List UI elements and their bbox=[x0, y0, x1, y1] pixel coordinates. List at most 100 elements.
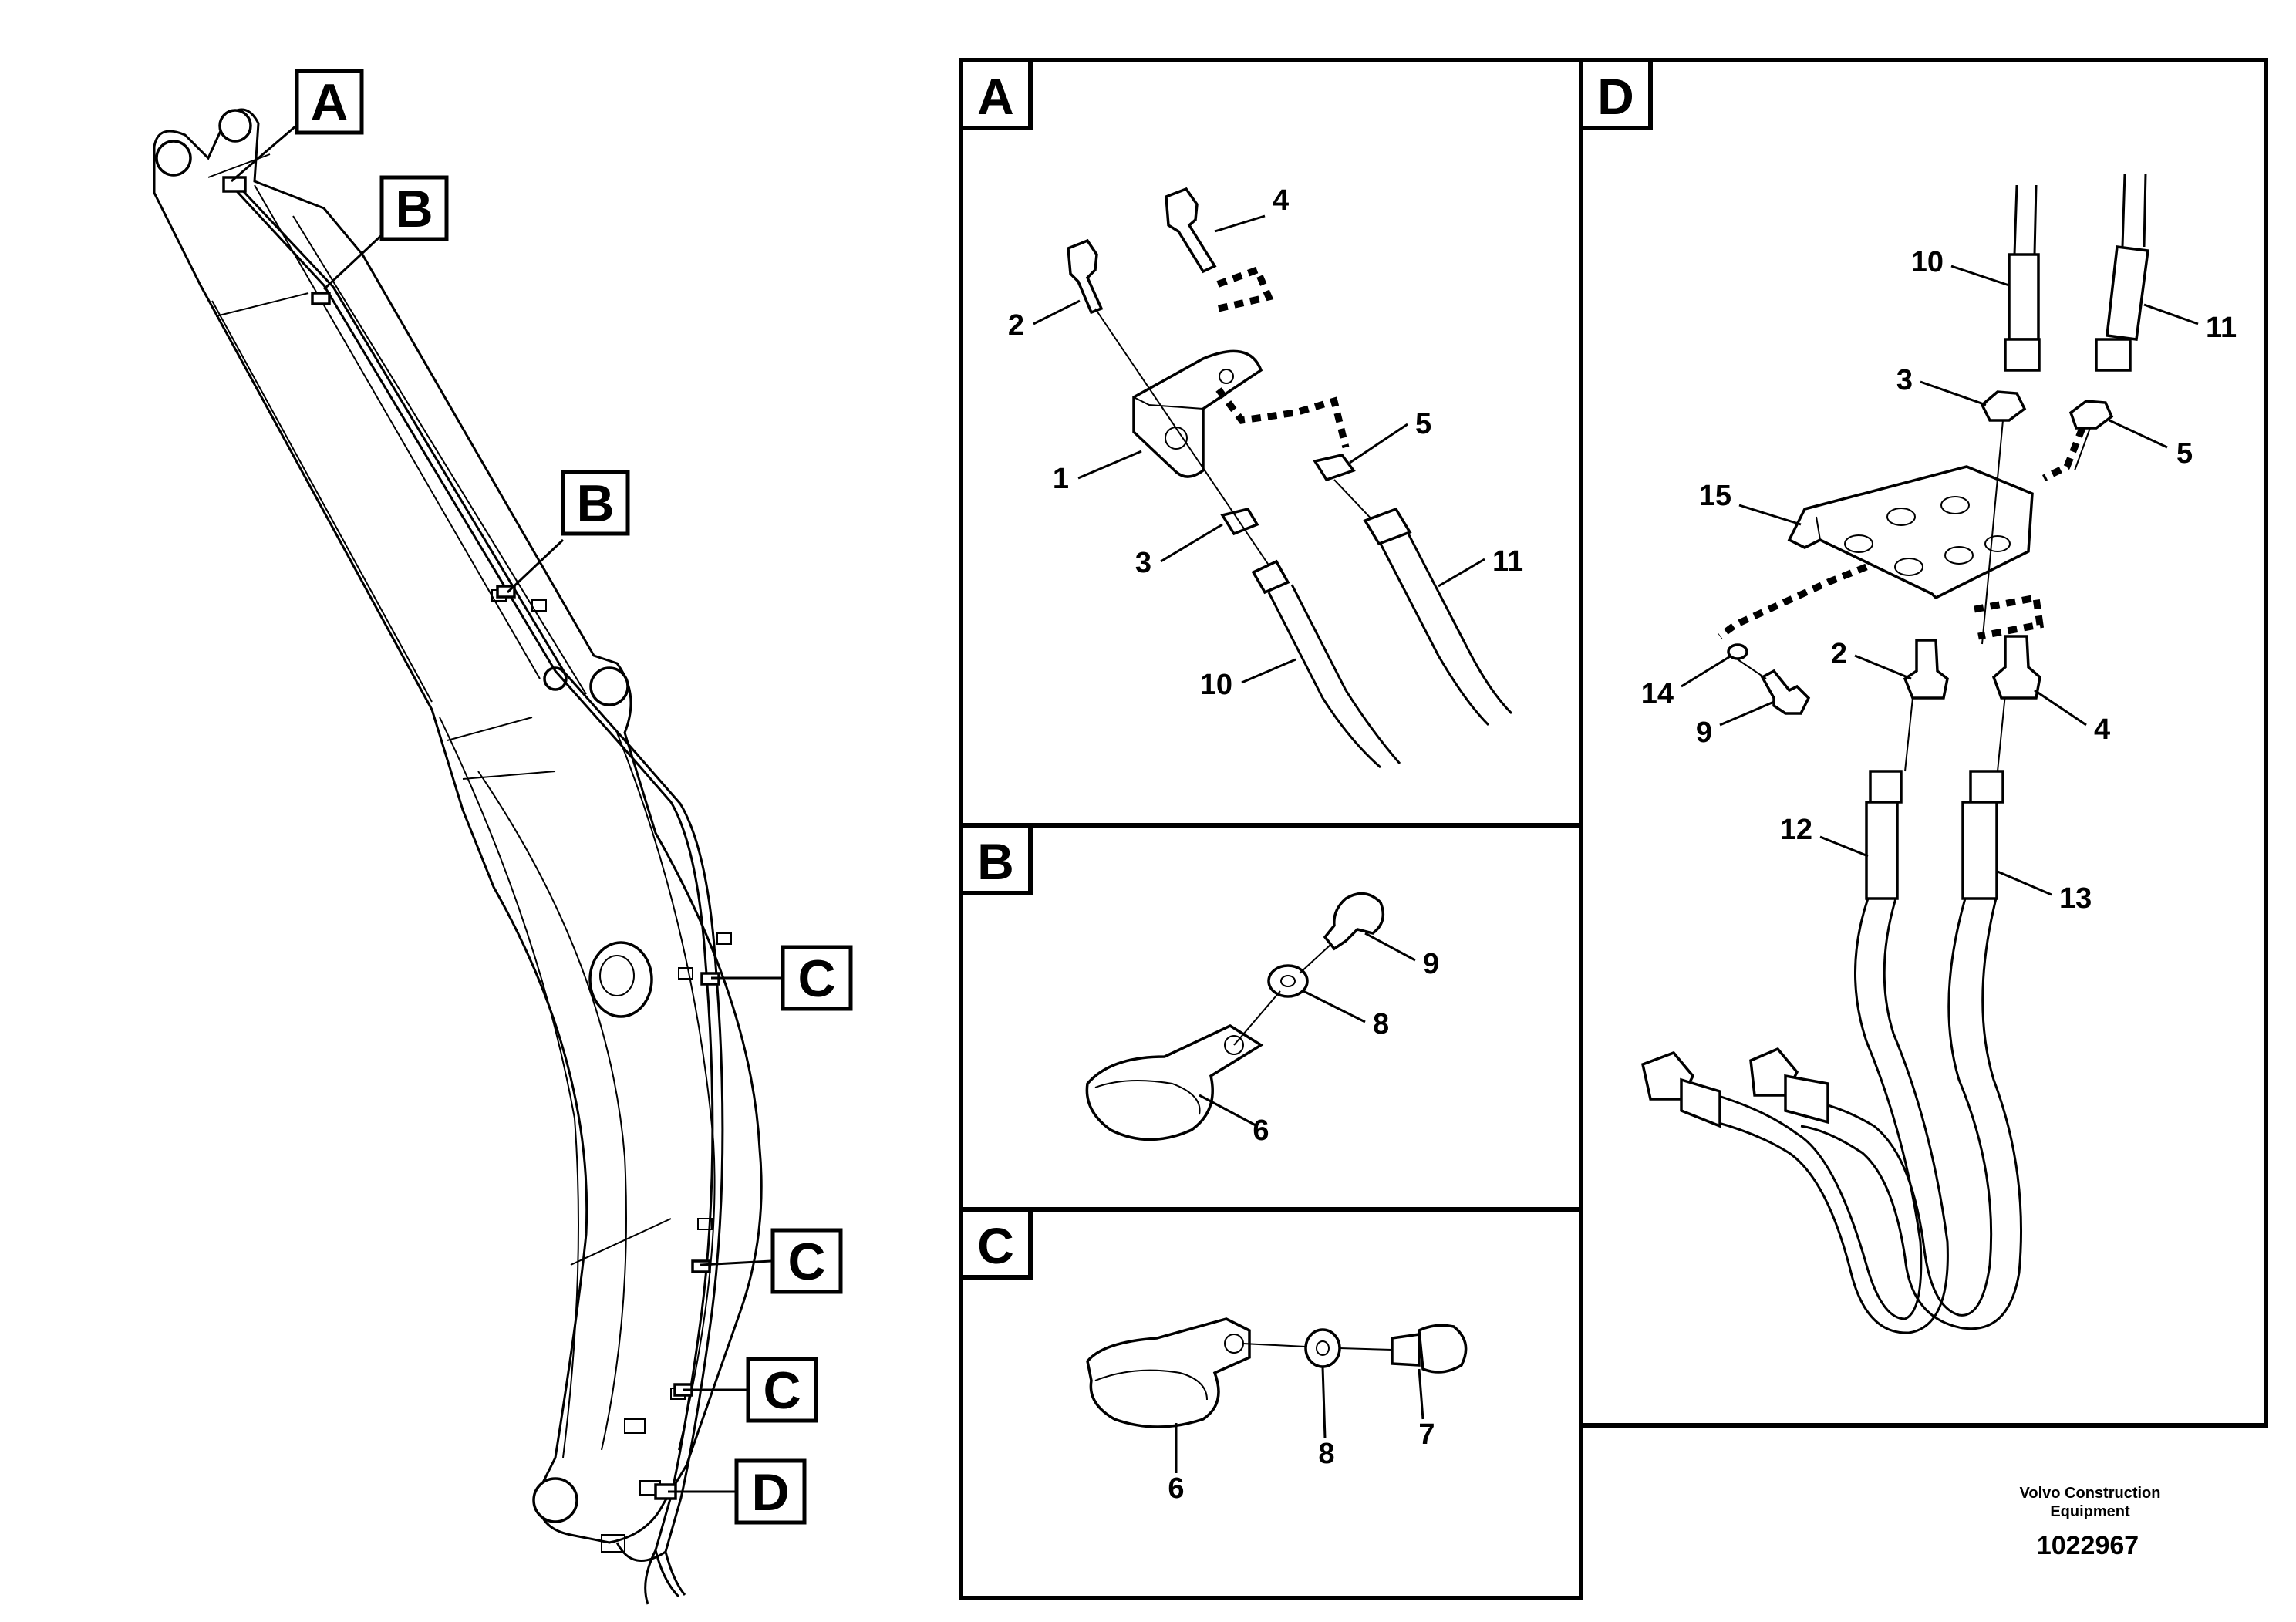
assembly-axis bbox=[1094, 308, 1273, 572]
leader-D-4 bbox=[2034, 689, 2087, 727]
washer-part-14 bbox=[1727, 643, 1748, 660]
adapter-part-2 bbox=[1903, 639, 1949, 700]
clamp-part-6 bbox=[1086, 1317, 1251, 1428]
panel-C-title: C bbox=[959, 1207, 1033, 1280]
footer: Volvo Construction Equipment 1022967 bbox=[2020, 1485, 2161, 1560]
arm-bracket bbox=[624, 1418, 646, 1434]
svg-text:A: A bbox=[310, 73, 348, 132]
assembly-axis bbox=[1333, 479, 1377, 525]
assembly-axis bbox=[1299, 944, 1331, 974]
hose-loop bbox=[1796, 898, 1993, 1317]
panel-frames bbox=[959, 58, 2268, 1600]
assembly-axis bbox=[1242, 1343, 1306, 1347]
svg-text:B: B bbox=[576, 474, 614, 533]
callout-D-13: 13 bbox=[2059, 882, 2092, 915]
view-label-C2: C bbox=[770, 1228, 843, 1294]
company-name-line2: Equipment bbox=[2050, 1503, 2130, 1520]
hose-part-13-fitting bbox=[1961, 801, 1998, 900]
svg-text:B: B bbox=[395, 180, 433, 238]
callout-A-10: 10 bbox=[1200, 669, 1232, 701]
hose-part-10-body bbox=[1267, 584, 1347, 699]
hose-part-10 bbox=[1251, 559, 1290, 595]
callout-C-6: 6 bbox=[1168, 1472, 1184, 1505]
arm-pin-boss bbox=[543, 666, 568, 691]
bracket-hole bbox=[1894, 558, 1923, 576]
svg-text:C: C bbox=[797, 949, 835, 1008]
company-name-line1: Volvo Construction bbox=[2020, 1485, 2161, 1502]
bracket-hole bbox=[1219, 369, 1234, 384]
svg-text:C: C bbox=[977, 1217, 1014, 1274]
arm-web-line bbox=[292, 215, 587, 695]
hose-clamp-marker bbox=[311, 292, 331, 305]
leader-D-5 bbox=[2109, 419, 2168, 449]
hose-part-10-nut bbox=[2004, 338, 2041, 372]
view-label-C1: C bbox=[781, 945, 853, 1011]
bracket-hole bbox=[1944, 546, 1974, 565]
assembly-axis bbox=[1997, 693, 2006, 772]
callout-D-4: 4 bbox=[2094, 713, 2110, 746]
bracket-hole bbox=[1940, 496, 1970, 514]
view-label-A: A bbox=[295, 69, 364, 135]
leader-D-3 bbox=[1920, 380, 1987, 406]
view-label-B2: B bbox=[561, 470, 630, 536]
bracket-part-15 bbox=[1787, 465, 2034, 600]
hose-clamp-marker bbox=[691, 1259, 711, 1273]
svg-text:C: C bbox=[763, 1361, 801, 1420]
bracket-part bbox=[1132, 349, 1263, 478]
clamp-part-6-inner bbox=[1094, 1080, 1201, 1115]
arm-pivot-hub bbox=[588, 941, 653, 1018]
bracket-part-edge bbox=[1133, 396, 1204, 410]
leader-A-1 bbox=[1077, 450, 1142, 480]
panel-A: A 1 2 bbox=[959, 58, 1523, 769]
assembly-axis bbox=[1233, 990, 1281, 1046]
callout-B-9: 9 bbox=[1423, 948, 1439, 980]
leader-D-15 bbox=[1738, 504, 1802, 526]
washer-part-8-hole bbox=[1280, 975, 1296, 987]
arm-overview: A B B C C C D bbox=[153, 69, 853, 1605]
leader-D-13 bbox=[1997, 870, 2052, 896]
clamp-hole bbox=[1224, 1035, 1244, 1055]
hose-part-11-nut bbox=[2095, 338, 2132, 372]
svg-text:D: D bbox=[1597, 68, 1634, 125]
bolt-part-2 bbox=[1067, 238, 1104, 315]
washer-part-8 bbox=[1267, 964, 1309, 998]
svg-text:C: C bbox=[787, 1233, 825, 1291]
arm-hose-route bbox=[226, 180, 714, 1598]
washer-part-8 bbox=[1304, 1328, 1341, 1368]
leader-D-12 bbox=[1819, 835, 1869, 858]
leader-D-2 bbox=[1854, 654, 1912, 680]
arm-pin-boss bbox=[532, 1477, 578, 1523]
arm-web-line bbox=[447, 717, 533, 741]
nut-part-5 bbox=[1313, 454, 1356, 482]
hose-part-11-fitting bbox=[2106, 245, 2149, 341]
callout-D-9: 9 bbox=[1696, 717, 1712, 749]
callout-D-2: 2 bbox=[1831, 638, 1847, 670]
arm-pin-boss bbox=[155, 140, 192, 177]
leader-C-7 bbox=[1418, 1368, 1424, 1420]
view-label-B1: B bbox=[379, 175, 449, 241]
dashed-routing bbox=[1213, 265, 1274, 312]
view-label-C3: C bbox=[746, 1357, 818, 1423]
leader-B-9 bbox=[1364, 932, 1416, 962]
hose-loop bbox=[1715, 898, 1949, 1334]
bolt-part-9 bbox=[1323, 892, 1385, 951]
arm-web-line bbox=[462, 771, 556, 780]
svg-text:B: B bbox=[977, 833, 1014, 890]
arm-web-line bbox=[616, 732, 716, 1451]
callout-A-5: 5 bbox=[1415, 408, 1431, 440]
arm-hose-end bbox=[615, 1542, 666, 1605]
arm-web-line bbox=[215, 292, 309, 317]
assembly-axis bbox=[1981, 420, 2004, 645]
bracket-hole bbox=[1844, 534, 1873, 553]
washer-part-8-hole bbox=[1316, 1340, 1330, 1356]
assembly-axis bbox=[1904, 697, 1913, 772]
adapter-part-4 bbox=[1991, 635, 2041, 700]
hose-part-10-fitting bbox=[2008, 253, 2040, 341]
callout-A-11: 11 bbox=[1492, 545, 1523, 578]
bolt-part-9 bbox=[1760, 669, 1811, 715]
document-number: 1022967 bbox=[2037, 1531, 2139, 1560]
dashed-routing bbox=[1974, 593, 2045, 640]
arm-pin-boss bbox=[589, 666, 629, 706]
hose-part-12-fitting bbox=[1865, 801, 1899, 900]
